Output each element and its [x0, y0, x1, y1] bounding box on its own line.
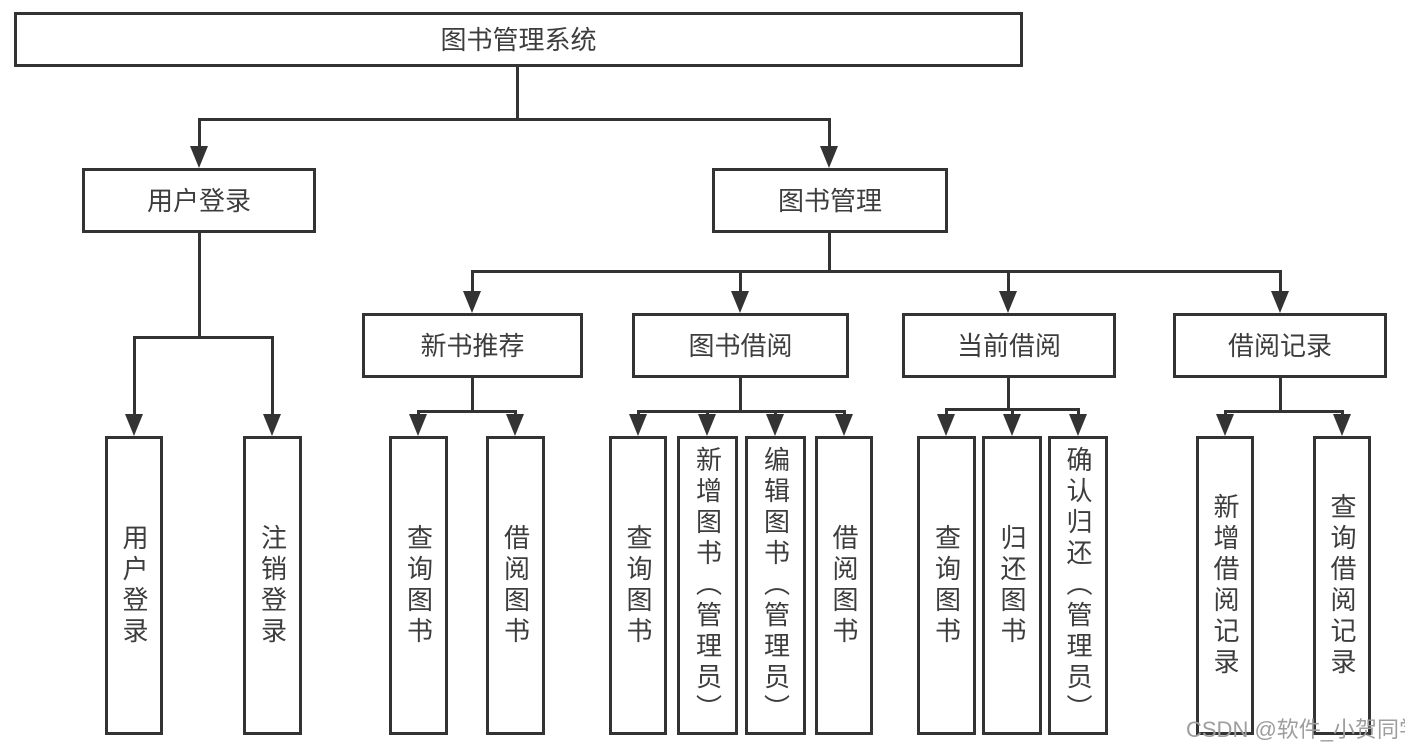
- connector-line: [1011, 408, 1014, 417]
- connector-line: [471, 270, 474, 293]
- connector-line: [198, 118, 831, 121]
- leaf-record-query-label: 查询借阅记录: [1327, 492, 1357, 679]
- connector-line: [417, 410, 420, 417]
- arrow-down-icon: [1271, 291, 1289, 313]
- leaf-newbook-query-label: 查询图书: [403, 523, 434, 648]
- node-borrow-record-label: 借阅记录: [1227, 330, 1332, 361]
- connector-line: [828, 232, 831, 272]
- leaf-borrow-add-label: 新增图书（管理员）: [692, 446, 723, 725]
- connector-line: [133, 336, 136, 416]
- arrow-down-icon: [190, 146, 208, 168]
- leaf-logout: 注销登录: [243, 436, 302, 735]
- leaf-borrow-edit-label: 编辑图书（管理员）: [760, 446, 791, 725]
- node-root: 图书管理系统: [14, 12, 1023, 67]
- node-current-borrow-label: 当前借阅: [956, 330, 1061, 361]
- connector-line: [1279, 270, 1282, 293]
- node-new-book-rec: 新书推荐: [362, 313, 583, 378]
- leaf-borrow-query: 查询图书: [609, 436, 667, 735]
- leaf-record-add: 新增借阅记录: [1196, 436, 1254, 735]
- csdn-watermark: CSDN @软件_小贺同学: [1186, 717, 1405, 742]
- node-user-login: 用户登录: [82, 168, 316, 233]
- connector-line: [774, 410, 777, 417]
- connector-line: [516, 67, 519, 118]
- connector-line: [1077, 408, 1080, 417]
- connector-line: [1007, 270, 1010, 293]
- leaf-user-login: 用户登录: [105, 436, 163, 735]
- arrow-down-icon: [1003, 414, 1021, 436]
- connector-line: [198, 232, 201, 336]
- arrow-down-icon: [1216, 414, 1234, 436]
- connector-line: [828, 118, 831, 148]
- leaf-newbook-query: 查询图书: [389, 436, 448, 735]
- node-book-mgmt-label: 图书管理: [777, 185, 882, 216]
- connector-line: [1279, 377, 1282, 412]
- node-book-mgmt: 图书管理: [712, 168, 948, 233]
- leaf-user-login-label: 用户登录: [119, 523, 149, 648]
- arrow-down-icon: [820, 146, 838, 168]
- connector-line: [471, 270, 1281, 273]
- connector-line: [471, 377, 474, 412]
- node-book-borrow-label: 图书借阅: [688, 330, 793, 361]
- node-borrow-record: 借阅记录: [1173, 313, 1387, 378]
- connector-line: [271, 336, 274, 416]
- leaf-current-query: 查询图书: [917, 436, 976, 735]
- arrow-down-icon: [409, 414, 427, 436]
- connector-line: [739, 377, 742, 412]
- leaf-current-return: 归还图书: [982, 436, 1042, 735]
- arrow-down-icon: [125, 414, 143, 436]
- arrow-down-icon: [463, 291, 481, 313]
- connector-line: [1224, 410, 1227, 417]
- arrow-down-icon: [835, 414, 853, 436]
- node-root-label: 图书管理系统: [440, 24, 597, 55]
- arrow-down-icon: [1069, 414, 1087, 436]
- connector-line: [637, 410, 845, 413]
- connector-line: [198, 118, 201, 148]
- connector-line: [739, 270, 742, 293]
- connector-line: [945, 408, 948, 417]
- arrow-down-icon: [698, 414, 716, 436]
- connector-line: [706, 410, 709, 417]
- arrow-down-icon: [766, 414, 784, 436]
- leaf-borrow-add: 新增图书（管理员）: [677, 436, 738, 735]
- arrow-down-icon: [263, 414, 281, 436]
- arrow-down-icon: [937, 414, 955, 436]
- leaf-borrow-query-label: 查询图书: [623, 523, 653, 648]
- leaf-newbook-borrow: 借阅图书: [486, 436, 545, 735]
- arrow-down-icon: [731, 291, 749, 313]
- connector-line: [843, 410, 846, 417]
- arrow-down-icon: [1333, 414, 1351, 436]
- leaf-record-add-label: 新增借阅记录: [1210, 492, 1240, 679]
- leaf-current-query-label: 查询图书: [931, 523, 962, 648]
- connector-line: [514, 410, 517, 417]
- connector-line: [1341, 410, 1344, 417]
- connector-line: [1007, 377, 1010, 410]
- leaf-newbook-borrow-label: 借阅图书: [500, 523, 531, 648]
- connector-line: [637, 410, 640, 417]
- leaf-borrow-edit: 编辑图书（管理员）: [745, 436, 806, 735]
- node-user-login-label: 用户登录: [146, 185, 251, 216]
- arrow-down-icon: [629, 414, 647, 436]
- connector-line: [1224, 410, 1343, 413]
- connector-line: [133, 336, 274, 339]
- node-new-book-rec-label: 新书推荐: [420, 330, 525, 361]
- leaf-logout-label: 注销登录: [257, 523, 288, 648]
- arrow-down-icon: [999, 291, 1017, 313]
- leaf-borrow-borrow-label: 借阅图书: [829, 523, 859, 648]
- leaf-borrow-borrow: 借阅图书: [815, 436, 873, 735]
- leaf-current-confirm-label: 确认归还（管理员）: [1063, 446, 1093, 725]
- leaf-current-confirm: 确认归还（管理员）: [1048, 436, 1108, 735]
- node-current-borrow: 当前借阅: [902, 313, 1116, 378]
- leaf-record-query: 查询借阅记录: [1313, 436, 1371, 735]
- node-book-borrow: 图书借阅: [632, 313, 849, 378]
- leaf-current-return-label: 归还图书: [997, 523, 1027, 648]
- arrow-down-icon: [506, 414, 524, 436]
- connector-line: [417, 410, 517, 413]
